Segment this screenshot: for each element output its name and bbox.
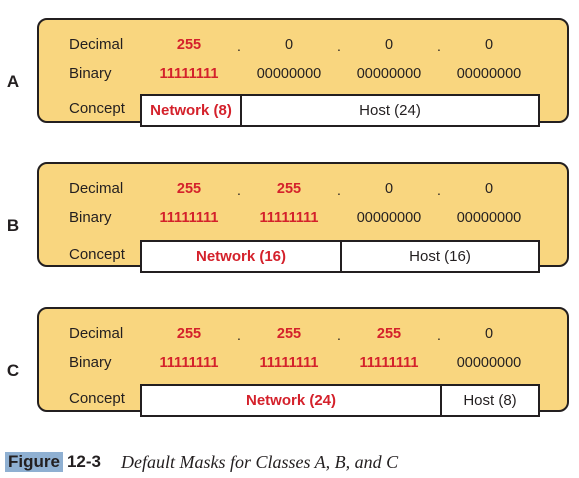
octet-separator: . [237, 38, 241, 54]
network-segment: Network (8) [150, 102, 232, 119]
host-segment: Host (24) [240, 96, 538, 125]
decimal-label: Decimal [69, 36, 124, 53]
decimal-label: Decimal [69, 325, 124, 342]
octet-4-decimal: 0 [484, 326, 494, 342]
octet-1-binary: 11111111 [159, 66, 219, 82]
octet-4-binary: 00000000 [456, 66, 522, 82]
octet-separator: . [437, 38, 441, 54]
concept-label: Concept [69, 390, 125, 407]
network-segment: Network (24) [245, 392, 337, 409]
concept-label: Concept [69, 246, 125, 263]
octet-1-decimal: 255 [176, 181, 202, 197]
octet-separator: . [337, 327, 341, 343]
octet-4-decimal: 0 [484, 181, 494, 197]
binary-label: Binary [69, 65, 112, 82]
host-segment: Host (8) [440, 386, 538, 415]
octet-2-binary: 11111111 [259, 210, 319, 226]
class-b-panel: Decimal Binary Concept 255 . 255 . 0 . 0… [37, 162, 569, 273]
figure-word: Figure [5, 452, 63, 472]
octet-3-binary: 11111111 [359, 355, 419, 371]
octet-separator: . [437, 327, 441, 343]
octet-separator: . [237, 182, 241, 198]
figure-title: Default Masks for Classes A, B, and C [120, 451, 399, 472]
octet-1-binary: 11111111 [159, 210, 219, 226]
octet-4-decimal: 0 [484, 37, 494, 53]
octet-separator: . [337, 38, 341, 54]
network-segment: Network (16) [195, 248, 287, 265]
class-letter-c: C [6, 361, 20, 380]
class-a-panel: Decimal Binary Concept 255 . 0 . 0 . 0 1… [37, 18, 569, 127]
figure-caption: Figure 12-3 Default Masks for Classes A,… [5, 450, 398, 474]
class-letter-a: A [6, 72, 20, 91]
octet-3-decimal: 0 [384, 181, 394, 197]
octet-4-binary: 00000000 [456, 210, 522, 226]
concept-bar: Network (8) Host (24) [140, 94, 540, 127]
class-letter-b: B [6, 216, 20, 235]
concept-bar: Network (24) Host (8) [140, 384, 540, 417]
octet-separator: . [237, 327, 241, 343]
decimal-label: Decimal [69, 180, 124, 197]
binary-label: Binary [69, 354, 112, 371]
concept-bar: Network (16) Host (16) [140, 240, 540, 273]
octet-2-binary: 00000000 [256, 66, 322, 82]
host-segment: Host (16) [340, 242, 538, 271]
octet-1-binary: 11111111 [159, 355, 219, 371]
octet-2-decimal: 255 [276, 326, 302, 342]
concept-label: Concept [69, 100, 125, 117]
octet-3-decimal: 255 [376, 326, 402, 342]
octet-2-decimal: 255 [276, 181, 302, 197]
octet-3-decimal: 0 [384, 37, 394, 53]
class-c-panel: Decimal Binary Concept 255 . 255 . 255 .… [37, 307, 569, 417]
octet-separator: . [437, 182, 441, 198]
octet-1-decimal: 255 [176, 37, 202, 53]
figure-number: 12-3 [66, 452, 101, 471]
octet-1-decimal: 255 [176, 326, 202, 342]
octet-separator: . [337, 182, 341, 198]
octet-2-binary: 11111111 [259, 355, 319, 371]
octet-3-binary: 00000000 [356, 66, 422, 82]
binary-label: Binary [69, 209, 112, 226]
octet-3-binary: 00000000 [356, 210, 422, 226]
octet-4-binary: 00000000 [456, 355, 522, 371]
octet-2-decimal: 0 [284, 37, 294, 53]
